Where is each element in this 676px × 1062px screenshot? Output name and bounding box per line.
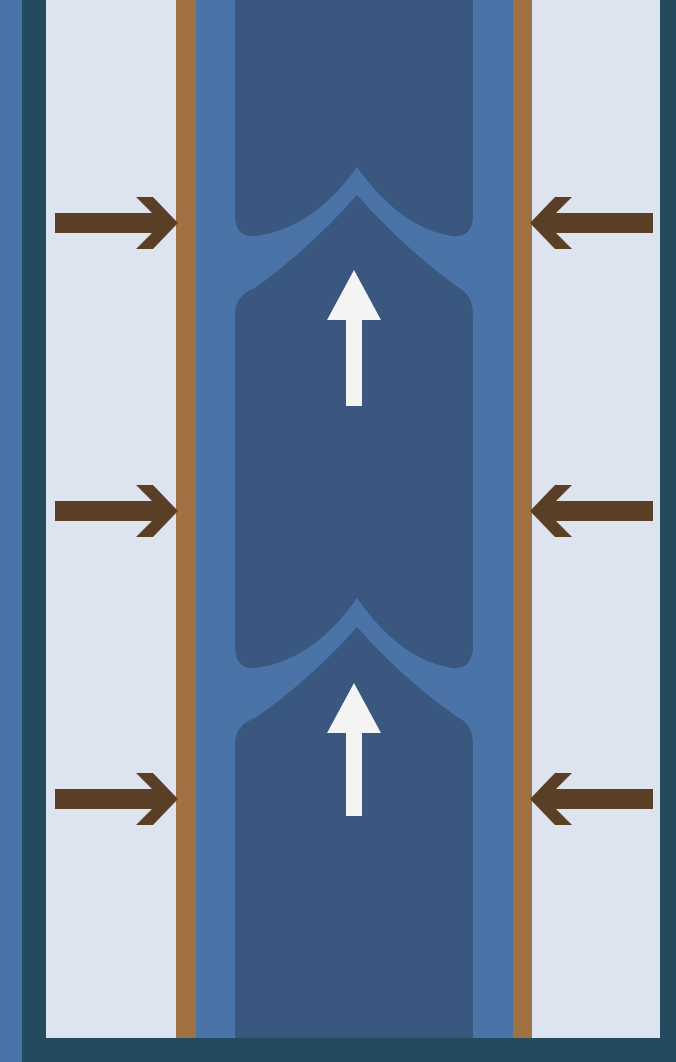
muscle-pressure-arrows-left	[55, 197, 178, 825]
vein-wall-left	[176, 0, 198, 1038]
muscle-pressure-arrow	[530, 197, 653, 249]
muscle-pressure-arrow	[55, 485, 178, 537]
muscle-pressure-arrow	[530, 773, 653, 825]
blood-flow-arrow	[327, 683, 381, 816]
lumen-segment-bottom	[235, 627, 473, 1038]
muscle-pressure-arrows-right	[530, 197, 653, 825]
lumen-segment-middle	[235, 195, 473, 669]
blood-flow-arrows	[327, 270, 381, 816]
left-edge-band	[0, 0, 22, 1062]
lumen-segment-top	[235, 0, 473, 237]
muscle-pressure-arrow	[55, 773, 178, 825]
vein-wall-right	[511, 0, 532, 1038]
muscle-pressure-arrow	[55, 197, 178, 249]
muscle-pressure-arrow	[530, 485, 653, 537]
blood-flow-arrow	[327, 270, 381, 406]
